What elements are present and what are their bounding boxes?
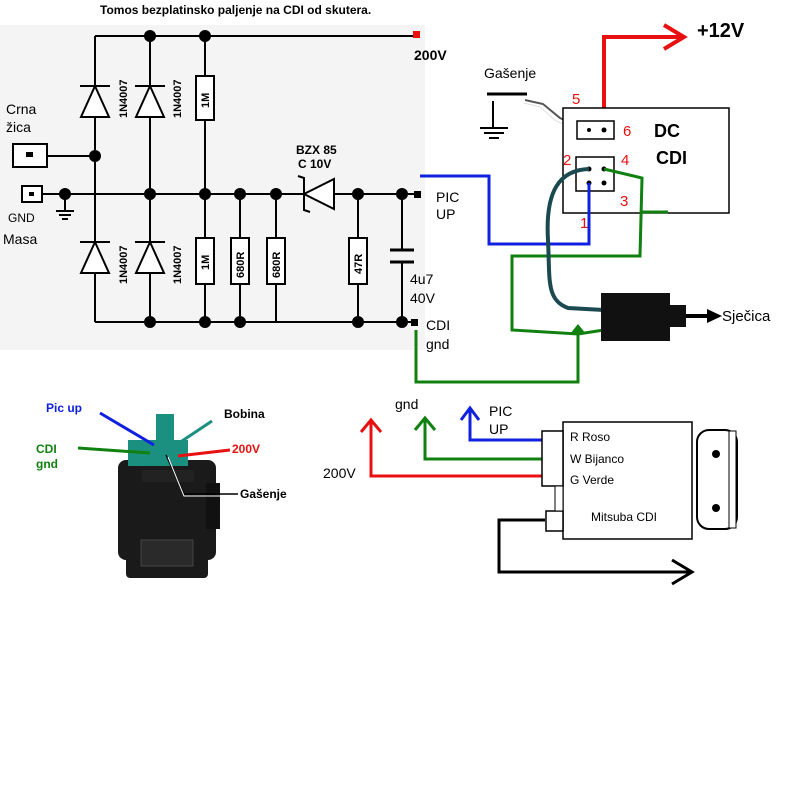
diode-d4 [134, 239, 166, 274]
terminal-cdi-gnd [411, 319, 418, 326]
wire-mitsuba-out [497, 518, 690, 574]
diode-d2 [134, 83, 166, 118]
zener-label: BZX 85 [296, 143, 337, 157]
label-mitsuba-gnd: gnd [395, 396, 418, 412]
wire-mitsuba-pickup [468, 409, 545, 442]
label-plus12v: +12V [697, 20, 745, 42]
diode-d3 [79, 239, 111, 274]
pin-label: 1 [580, 215, 588, 232]
label-sjecica: Sječica [722, 308, 771, 325]
label-gasenje: Gašenje [484, 65, 536, 81]
terminal-pickup [414, 191, 421, 198]
dc-cdi-title: DC [654, 121, 680, 141]
resistor-680r-a [230, 237, 250, 285]
diode-label: 1N4007 [118, 245, 130, 284]
pin-label: 6 [623, 123, 631, 140]
label-bobina: Bobina [224, 407, 265, 421]
mitsuba-pin-bijanco: W Bijanco [570, 452, 624, 466]
diode-label: 1N4007 [172, 79, 184, 118]
photo-cdi [118, 414, 220, 578]
diagram-title: Tomos bezplatinsko paljenje na CDI od sk… [100, 3, 371, 17]
terminal-200v [413, 31, 420, 38]
dc-cdi-connector-main [575, 156, 615, 192]
label-masa: Masa [3, 231, 37, 247]
label-cdi: CDI [426, 317, 450, 333]
diode-label: 1N4007 [118, 79, 130, 118]
wire-teal [545, 167, 605, 312]
label-zica: žica [6, 119, 31, 135]
pin-label: 5 [572, 91, 580, 108]
dc-cdi-connector-top [576, 120, 615, 140]
resistor-1m-top [195, 75, 215, 121]
resistor-1m-bottom [195, 237, 215, 285]
label-photo-200v: 200V [232, 442, 260, 456]
wire-mitsuba-gnd [423, 418, 545, 461]
mitsuba-pin-roso: R Roso [570, 430, 610, 444]
label-pic-up: Pic up [46, 401, 82, 415]
junction-dots [59, 30, 408, 328]
resistor-47r [348, 237, 368, 285]
resistor-label: 680R [235, 252, 247, 278]
wire-pickup [420, 174, 591, 246]
label-mitsuba-up: UP [489, 421, 508, 437]
resistor-label: 47R [353, 254, 365, 274]
label-photo-cdi: CDI [36, 442, 57, 456]
pin-label: 4 [621, 152, 629, 169]
resistor-label: 1M [200, 93, 212, 108]
pin-label: 2 [563, 152, 571, 169]
diode-label: 1N4007 [172, 245, 184, 284]
capacitor [390, 248, 414, 264]
resistor-680r-b [266, 237, 286, 285]
label-gnd2: gnd [426, 336, 449, 352]
label-photo-gasenje: Gašenje [240, 487, 287, 501]
label-mitsuba-pic: PIC [489, 403, 512, 419]
dc-cdi-title: CDI [656, 148, 687, 168]
resistor-label: 1M [200, 255, 212, 270]
mitsuba-connector [541, 430, 564, 487]
label-mitsuba-200v: 200V [323, 465, 356, 481]
capacitor-label: 40V [410, 290, 436, 306]
diode-d1 [79, 83, 111, 118]
wire-mitsuba-200v [369, 420, 545, 478]
wire-cdi-gnd [414, 330, 580, 384]
label-photo-gnd: gnd [36, 457, 58, 471]
zener-diode [297, 175, 335, 213]
sjecica-block [601, 293, 670, 341]
mitsuba-cdi-box [562, 421, 693, 540]
label-crna: Crna [6, 101, 37, 117]
wire-12v [602, 35, 682, 128]
label-up: UP [436, 206, 455, 222]
label-pic: PIC [436, 189, 459, 205]
resistor-label: 680R [271, 252, 283, 278]
mitsuba-pin-verde: G Verde [570, 473, 614, 487]
pin-label: 3 [620, 193, 628, 210]
ground-symbol [56, 194, 74, 220]
capacitor-label: 4u7 [410, 271, 434, 287]
mitsuba-bracket [696, 429, 738, 530]
label-200v: 200V [414, 47, 447, 63]
mitsuba-title: Mitsuba CDI [591, 510, 657, 524]
label-gnd: GND [8, 211, 35, 225]
zener-label: C 10V [298, 157, 331, 171]
